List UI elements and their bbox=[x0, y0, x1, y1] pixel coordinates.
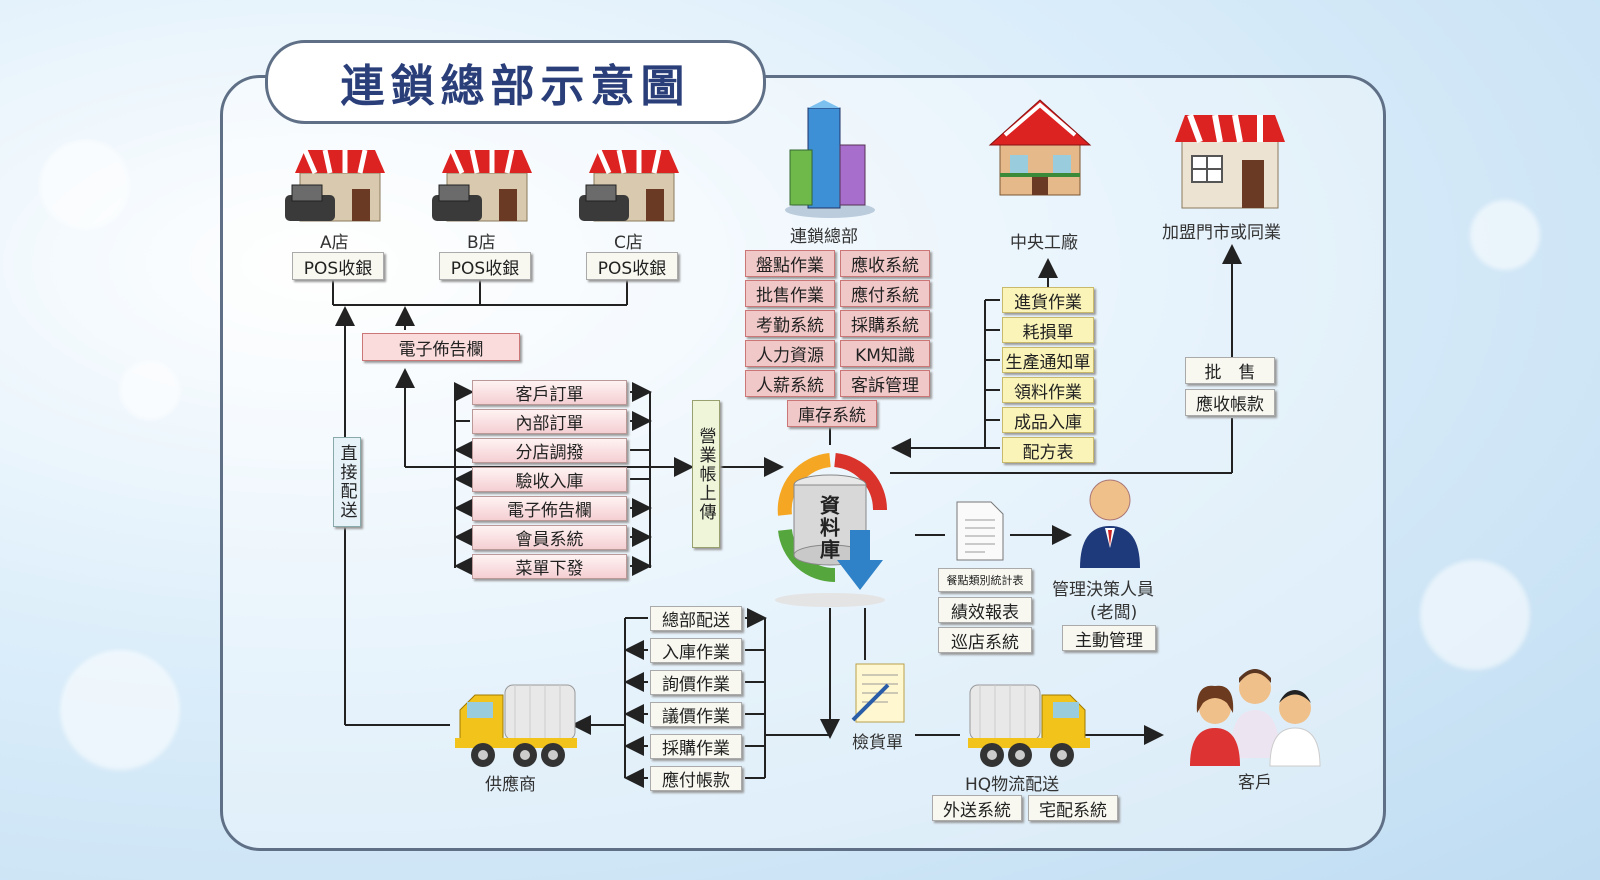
supplier-function-item: 總部配送 bbox=[650, 606, 742, 631]
page-title: 連鎖總部示意圖 bbox=[340, 61, 691, 112]
inspection-slip-icon bbox=[848, 660, 908, 729]
franchise-store-icon bbox=[1170, 112, 1290, 216]
factory-function-item: 領料作業 bbox=[1002, 377, 1094, 403]
store-c-icon bbox=[574, 145, 684, 229]
factory-label: 中央工廠 bbox=[1010, 233, 1078, 253]
hq-inventory: 庫存系統 bbox=[787, 400, 877, 427]
direct-delivery: 直接配送 bbox=[333, 437, 361, 527]
hq-building-icon bbox=[780, 100, 880, 224]
store-function-item: 驗收入庫 bbox=[472, 467, 627, 492]
manager-label-2: (老闆) bbox=[1090, 603, 1138, 623]
store-c-label: C店 bbox=[614, 233, 643, 253]
factory-function-item: 生產通知單 bbox=[1002, 347, 1094, 373]
store-c-pos: POS收銀 bbox=[586, 252, 678, 280]
receivable-label: 應收帳款 bbox=[1185, 389, 1275, 416]
hq-system-item: KM知識 bbox=[840, 340, 930, 367]
franchise-label: 加盟門市或同業 bbox=[1162, 223, 1281, 243]
hq-system-item: 採購系統 bbox=[840, 310, 930, 337]
store-b-label: B店 bbox=[467, 233, 496, 253]
report-item: 績效報表 bbox=[938, 597, 1032, 623]
supplier-function-item: 採購作業 bbox=[650, 734, 742, 759]
supplier-function-item: 應付帳款 bbox=[650, 766, 742, 791]
hq-system-item: 客訴管理 bbox=[840, 370, 930, 397]
supplier-function-item: 議價作業 bbox=[650, 702, 742, 727]
hq-system-item: 人薪系統 bbox=[745, 370, 835, 397]
manager-person-icon bbox=[1075, 478, 1145, 572]
factory-function-item: 進貨作業 bbox=[1002, 287, 1094, 313]
store-function-item: 會員系統 bbox=[472, 525, 627, 550]
database-label: 資料庫 bbox=[816, 495, 841, 561]
store-function-item: 分店調撥 bbox=[472, 438, 627, 463]
manager-label-1: 管理決策人員 bbox=[1052, 580, 1154, 600]
store-b-icon bbox=[427, 145, 537, 229]
logistics-system-item: 宅配系統 bbox=[1028, 795, 1118, 821]
store-a-icon bbox=[280, 145, 390, 229]
wholesale-label: 批 售 bbox=[1185, 357, 1275, 384]
factory-icon bbox=[985, 95, 1095, 209]
store-function-item: 客戶訂單 bbox=[472, 380, 627, 405]
report-item: 餐點類別統計表 bbox=[938, 568, 1032, 592]
store-a-pos: POS收銀 bbox=[292, 252, 384, 280]
store-b-pos: POS收銀 bbox=[439, 252, 531, 280]
hq-system-item: 盤點作業 bbox=[745, 250, 835, 277]
factory-function-item: 配方表 bbox=[1002, 437, 1094, 463]
inspection-label: 檢貨單 bbox=[852, 733, 903, 753]
factory-function-item: 成品入庫 bbox=[1002, 407, 1094, 433]
supplier-function-item: 詢價作業 bbox=[650, 670, 742, 695]
store-function-item: 內部訂單 bbox=[472, 409, 627, 434]
hq-label: 連鎖總部 bbox=[790, 227, 858, 247]
logistics-truck-icon bbox=[965, 680, 1090, 774]
store-a-label: A店 bbox=[320, 233, 349, 253]
hq-system-item: 人力資源 bbox=[745, 340, 835, 367]
store-function-item: 電子佈告欄 bbox=[472, 496, 627, 521]
proactive-management: 主動管理 bbox=[1062, 625, 1156, 651]
report-item: 巡店系統 bbox=[938, 627, 1032, 653]
hq-system-item: 應收系統 bbox=[840, 250, 930, 277]
bulletin-board: 電子佈告欄 bbox=[362, 333, 520, 361]
title-banner: 連鎖總部示意圖 bbox=[265, 40, 766, 124]
logistics-system-item: 外送系統 bbox=[932, 795, 1022, 821]
factory-function-item: 耗損單 bbox=[1002, 317, 1094, 343]
customer-label: 客戶 bbox=[1238, 773, 1272, 793]
hq-system-item: 考勤系統 bbox=[745, 310, 835, 337]
store-function-item: 菜單下發 bbox=[472, 554, 627, 579]
database-icon bbox=[765, 440, 895, 614]
hq-system-item: 批售作業 bbox=[745, 280, 835, 307]
document-icon bbox=[955, 500, 1005, 566]
hq-system-item: 應付系統 bbox=[840, 280, 930, 307]
upload-label: 營業帳上傳 bbox=[692, 400, 720, 548]
supplier-truck-icon bbox=[455, 680, 580, 774]
supplier-label: 供應商 bbox=[485, 775, 536, 795]
customers-icon bbox=[1185, 668, 1325, 772]
supplier-function-item: 入庫作業 bbox=[650, 638, 742, 663]
logistics-label: HQ物流配送 bbox=[965, 775, 1060, 795]
